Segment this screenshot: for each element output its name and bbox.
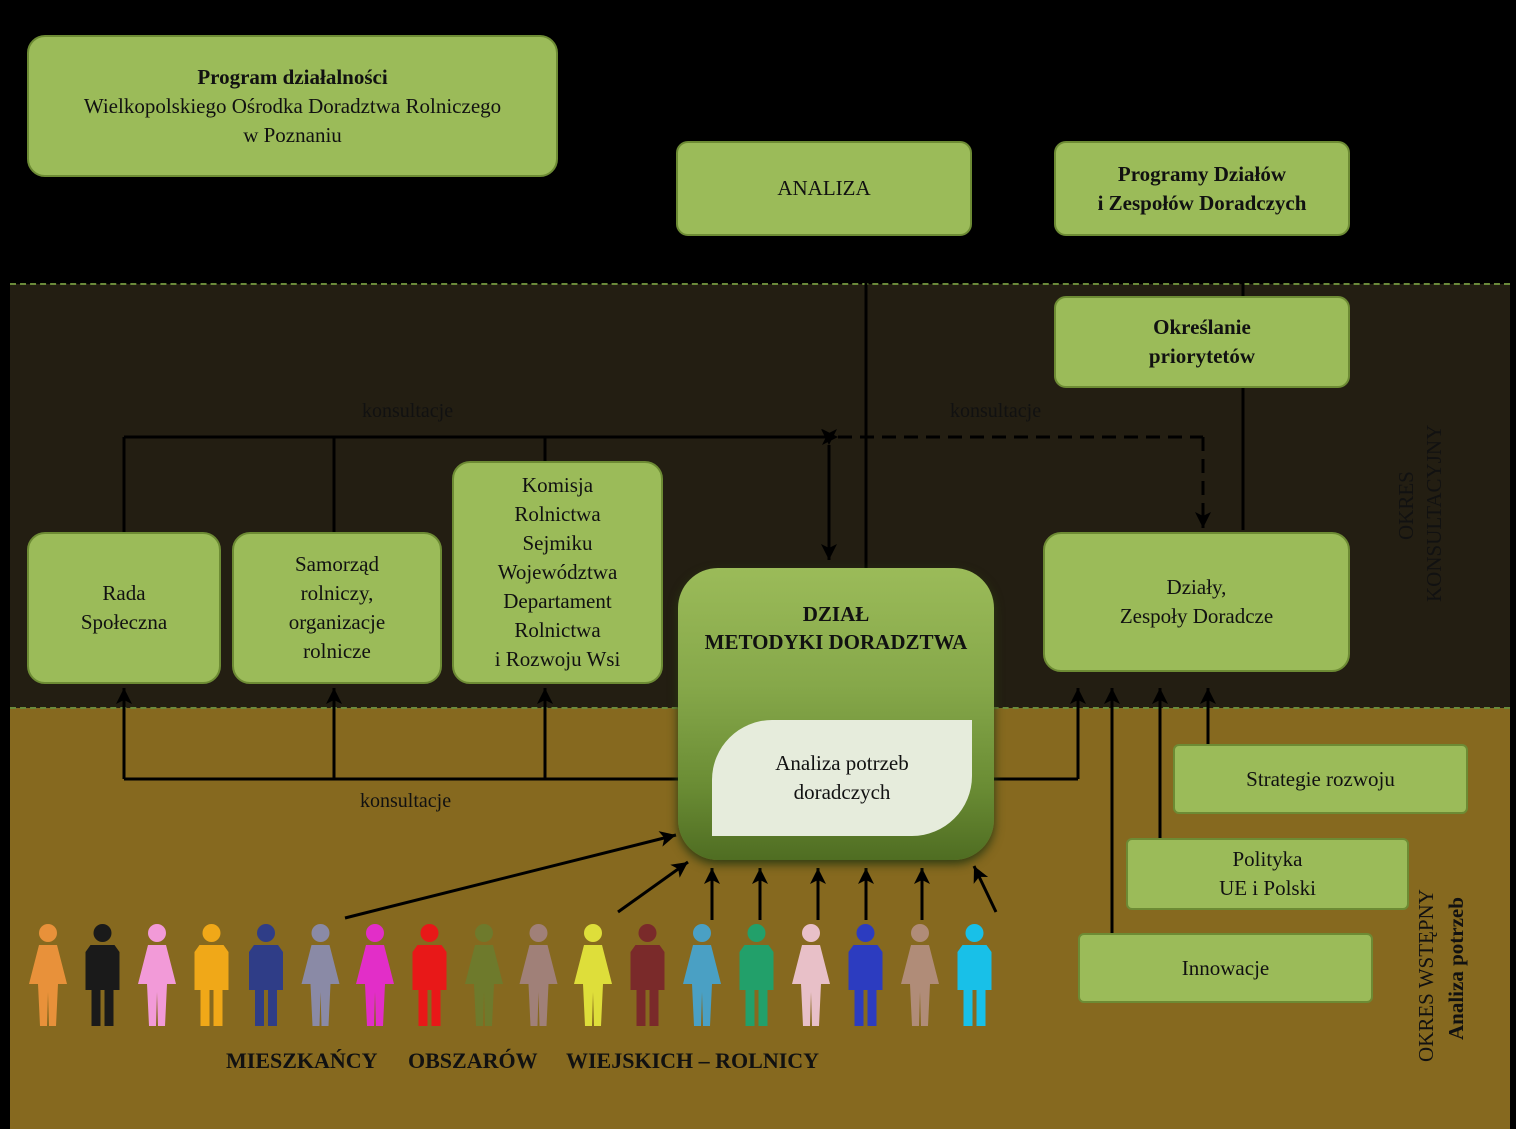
person-icon <box>630 924 665 1026</box>
priorytety-line1: Określanie <box>1153 315 1251 339</box>
person-icon <box>792 924 830 1026</box>
analiza-label: ANALIZA <box>777 176 871 200</box>
rada-box: Rada Społeczna <box>27 532 221 684</box>
dzialy-line2: Zespoły Doradcze <box>1119 604 1274 628</box>
polityka-box: Polityka UE i Polski <box>1126 838 1409 910</box>
polityka-line1: Polityka <box>1232 847 1303 871</box>
konsultacje-top-right-label: konsultacje <box>950 400 1042 422</box>
person-icon <box>356 924 394 1026</box>
dzial-line2: METODYKI DORADZTWA <box>704 630 968 654</box>
innowacje-box: Innowacje <box>1078 933 1373 1003</box>
person-icon <box>138 924 176 1026</box>
program-line3: w Poznaniu <box>243 122 342 147</box>
person-icon <box>194 924 229 1026</box>
person-icon <box>739 924 774 1026</box>
person-icon <box>574 924 612 1026</box>
komisja-line6: Rolnictwa <box>514 618 601 642</box>
samorzad-box: Samorząd rolniczy, organizacje rolnicze <box>232 532 442 684</box>
person-icon <box>848 924 883 1026</box>
komisja-line5: Departament <box>503 589 612 613</box>
komisja-line4: Województwa <box>497 560 618 584</box>
person-icon <box>249 924 283 1026</box>
komisja-line3: Sejmiku <box>522 531 593 555</box>
samorzad-line3: organizacje <box>288 610 386 634</box>
komisja-line1: Komisja <box>521 473 594 497</box>
rada-line2: Społeczna <box>80 610 168 634</box>
komisja-line2: Rolnictwa <box>514 502 601 526</box>
programy-box: Programy Działów i Zespołów Doradczych <box>1054 141 1350 236</box>
person-icon <box>957 924 992 1026</box>
programy-line1: Programy Działów <box>1117 161 1287 186</box>
komisja-box: Komisja Rolnictwa Sejmiku Województwa De… <box>452 461 663 684</box>
person-icon <box>519 924 558 1026</box>
konsultacje-top-left-label: konsultacje <box>362 400 454 422</box>
person-icon <box>412 924 447 1026</box>
strategie-box: Strategie rozwoju <box>1173 744 1468 814</box>
konsultacje-bottom-label: konsultacje <box>360 790 452 812</box>
strategie-label: Strategie rozwoju <box>1246 766 1395 791</box>
analiza-potrzeb-box: Analiza potrzeb doradczych <box>712 720 972 836</box>
rada-line1: Rada <box>102 581 146 605</box>
priorytety-box: Określanie priorytetów <box>1054 296 1350 388</box>
dzialy-box: Działy, Zespoły Doradcze <box>1043 532 1350 672</box>
samorzad-line1: Samorząd <box>295 552 379 576</box>
caption-obszarow: OBSZARÓW <box>408 1048 538 1073</box>
analiza-box: ANALIZA <box>676 141 972 236</box>
priorytety-line2: priorytetów <box>1148 344 1256 368</box>
person-icon <box>901 924 939 1026</box>
caption-wiejskich-rolnicy: WIEJSKICH – ROLNICY <box>566 1048 820 1073</box>
program-line2: Wielkopolskiego Ośrodka Doradztwa Rolnic… <box>83 93 502 118</box>
samorzad-line4: rolnicze <box>303 639 371 663</box>
analiza-potrzeb-line1: Analiza potrzeb <box>775 751 909 775</box>
samorzad-line2: rolniczy, <box>300 581 374 605</box>
person-icon <box>85 924 120 1026</box>
innowacje-label: Innowacje <box>1181 955 1270 980</box>
person-icon <box>465 924 503 1026</box>
dzial-line1: DZIAŁ <box>802 602 870 626</box>
program-title: Program działalności <box>197 64 388 89</box>
komisja-line7: i Rozwoju Wsi <box>494 647 621 671</box>
dzialy-line1: Działy, <box>1166 575 1227 599</box>
program-box: Program działalności Wielkopolskiego Ośr… <box>27 35 558 177</box>
polityka-line2: UE i Polski <box>1219 876 1316 900</box>
band-divider-top <box>10 283 1510 285</box>
person-icon <box>29 924 67 1026</box>
analiza-potrzeb-line2: doradczych <box>793 780 891 804</box>
programy-line2: i Zespołów Doradczych <box>1097 190 1307 215</box>
person-icon <box>301 924 340 1026</box>
dzial-metodyki-title: DZIAŁ METODYKI DORADZTWA <box>678 600 994 656</box>
person-icon <box>683 924 721 1026</box>
caption-mieszkancy: MIESZKAŃCY <box>226 1048 378 1073</box>
